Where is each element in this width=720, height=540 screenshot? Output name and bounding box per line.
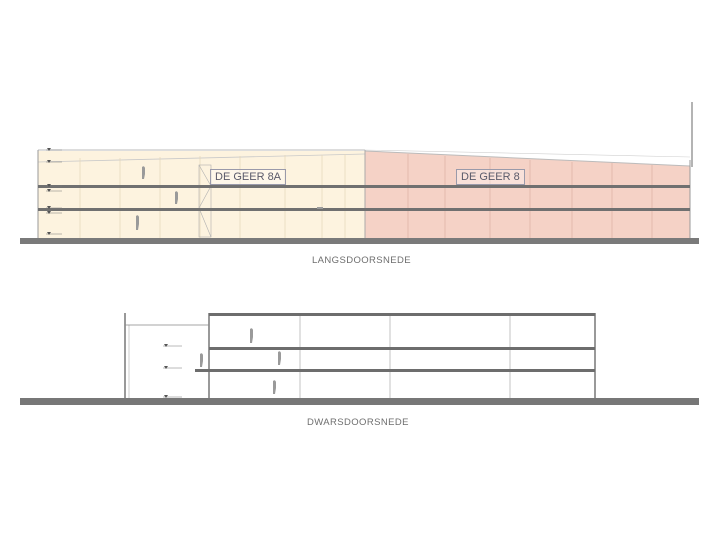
building-b-fill bbox=[365, 151, 690, 238]
caption-langsdoorsnede: LANGSDOORSNEDE bbox=[312, 255, 412, 266]
cross-columns bbox=[299, 313, 511, 398]
building-a-fill bbox=[38, 151, 365, 238]
caption-dwarsdoorsnede: DWARSDOORSNEDE bbox=[307, 417, 409, 428]
floor-slabs-long bbox=[38, 185, 690, 211]
person-figures-long bbox=[136, 166, 323, 230]
columns-b bbox=[407, 154, 653, 238]
ground-cross bbox=[20, 398, 699, 405]
building-label-de-geer-8: DE GEER 8 bbox=[456, 169, 525, 185]
ground-long bbox=[20, 238, 699, 244]
person-figures-cross bbox=[200, 328, 281, 394]
roof-line-b-top bbox=[364, 149, 691, 158]
stair-core bbox=[198, 164, 212, 238]
level-triangles-long bbox=[47, 148, 51, 235]
roof-line-b bbox=[364, 150, 691, 167]
level-triangles-cross bbox=[164, 344, 168, 398]
cross-section bbox=[20, 313, 699, 405]
long-section bbox=[20, 102, 699, 244]
building-label-de-geer-8a: DE GEER 8A bbox=[210, 169, 287, 185]
roof-line-a-slope bbox=[37, 153, 366, 163]
level-markers-cross bbox=[163, 345, 182, 398]
floor-slabs-cross bbox=[195, 313, 595, 372]
